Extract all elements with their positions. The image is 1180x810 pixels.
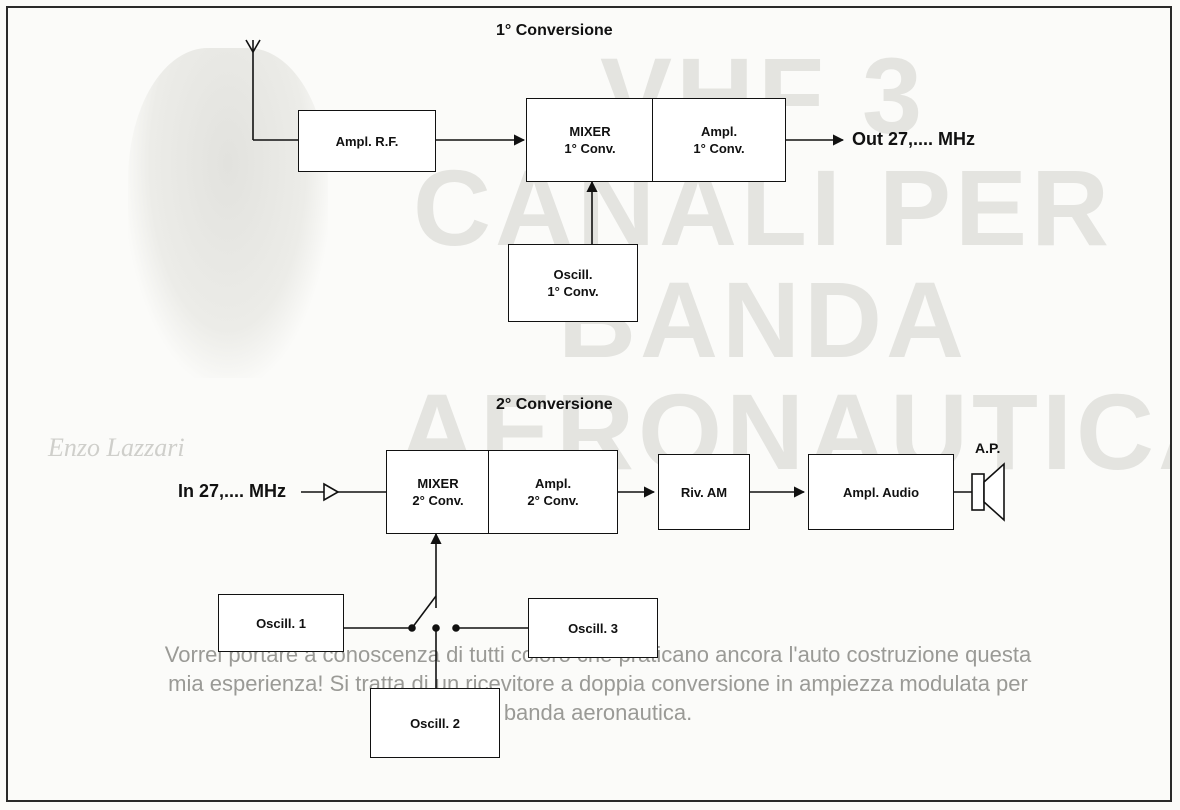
- mixer1-block: MIXER 1° Conv.: [526, 98, 654, 182]
- speaker-icon: [971, 462, 1005, 522]
- speaker-label: A.P.: [975, 440, 1001, 456]
- selector-switch-icon: [344, 595, 528, 688]
- section2-title: 2° Conversione: [496, 396, 613, 413]
- antenna-icon: [245, 39, 298, 141]
- mixer2-block: MIXER 2° Conv.: [386, 450, 490, 534]
- osc2-block: Oscill. 2: [370, 688, 500, 758]
- input-buffer-icon: [301, 482, 386, 502]
- section1-title: 1° Conversione: [496, 22, 613, 39]
- osc1-block: Oscill. 1: [218, 594, 344, 652]
- diagram-frame: VHF 3 CANALI PER BANDA AERONAUTICA Enzo …: [6, 6, 1172, 802]
- ampl2-block: Ampl. 2° Conv.: [488, 450, 618, 534]
- signal-wires: [245, 39, 1005, 688]
- riv-am-block: Riv. AM: [658, 454, 750, 530]
- output-label: Out 27,.... MHz: [852, 129, 976, 149]
- input-label: In 27,.... MHz: [178, 481, 287, 501]
- ampl1-block: Ampl. 1° Conv.: [652, 98, 786, 182]
- osc3-block: Oscill. 3: [528, 598, 658, 658]
- ampl-audio-block: Ampl. Audio: [808, 454, 954, 530]
- ampl-rf-block: Ampl. R.F.: [298, 110, 436, 172]
- osc1conv-block: Oscill. 1° Conv.: [508, 244, 638, 322]
